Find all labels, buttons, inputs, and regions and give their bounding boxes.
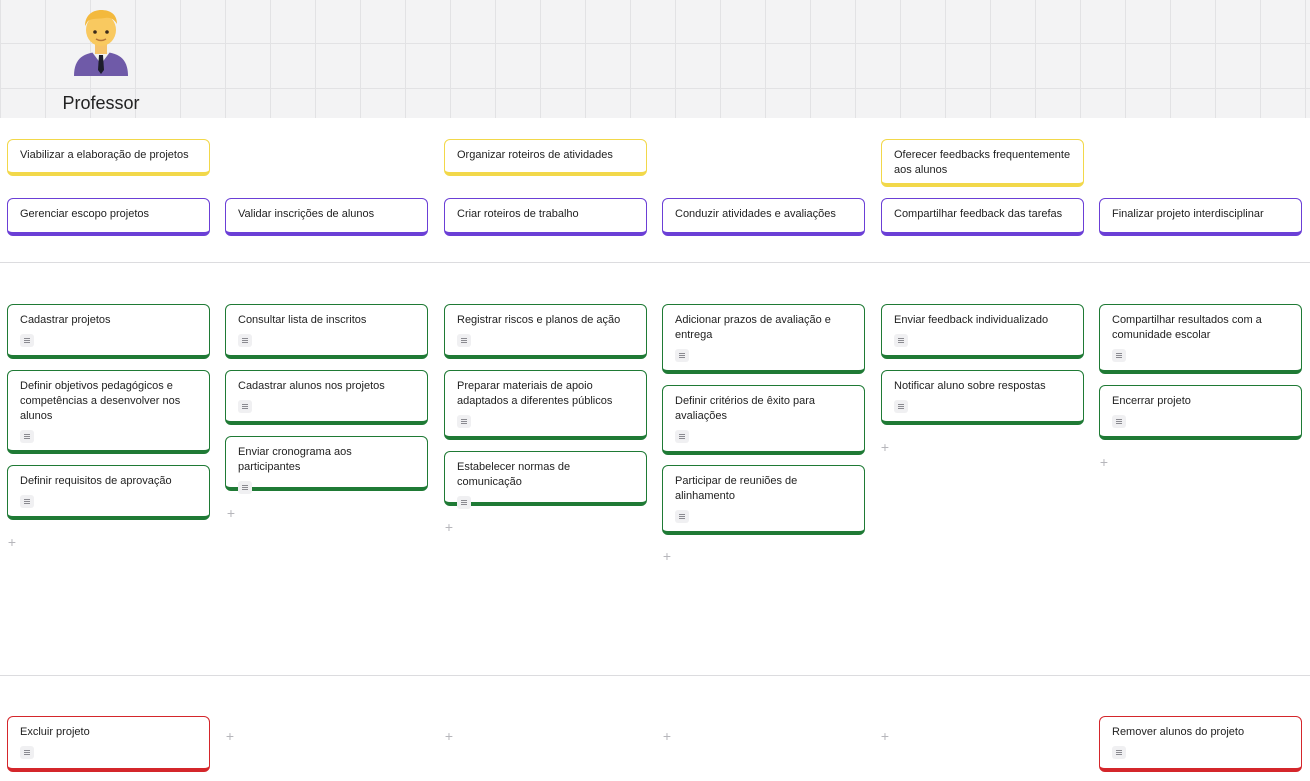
card-text: Finalizar projeto interdisciplinar bbox=[1112, 208, 1264, 220]
step-card[interactable]: Compartilhar feedback das tarefas bbox=[881, 198, 1084, 236]
notes-icon bbox=[457, 415, 471, 428]
card-text: Participar de reuniões de alinhamento bbox=[675, 475, 798, 502]
card-text: Excluir projeto bbox=[20, 726, 90, 738]
card-text: Conduzir atividades e avaliações bbox=[675, 208, 836, 220]
story-card[interactable]: Participar de reuniões de alinhamento bbox=[662, 465, 865, 535]
story-card[interactable]: Definir critérios de êxito para avaliaçõ… bbox=[662, 385, 865, 455]
notes-icon bbox=[894, 334, 908, 347]
notes-icon bbox=[238, 334, 252, 347]
activity-card[interactable]: Viabilizar a elaboração de projetos bbox=[7, 139, 210, 176]
card-text: Definir objetivos pedagógicos e competên… bbox=[20, 380, 181, 422]
card-text: Preparar materiais de apoio adaptados a … bbox=[457, 380, 613, 407]
release-card[interactable]: Remover alunos do projeto bbox=[1099, 716, 1302, 772]
notes-icon bbox=[20, 430, 34, 443]
add-card-plus-icon[interactable]: + bbox=[880, 439, 890, 455]
card-text: Compartilhar feedback das tarefas bbox=[894, 208, 1063, 220]
card-text: Encerrar projeto bbox=[1112, 395, 1191, 407]
add-card-plus-icon[interactable]: + bbox=[662, 548, 672, 564]
card-text: Remover alunos do projeto bbox=[1112, 726, 1245, 738]
businessman-emoji-icon bbox=[74, 10, 128, 76]
row-divider bbox=[0, 675, 1310, 676]
activity-card[interactable]: Oferecer feedbacks frequentemente aos al… bbox=[881, 139, 1084, 187]
add-card-plus-icon[interactable]: + bbox=[7, 534, 17, 550]
card-text: Gerenciar escopo projetos bbox=[20, 208, 150, 220]
add-card-plus-icon[interactable]: + bbox=[1099, 454, 1109, 470]
card-text: Estabelecer normas de comunicação bbox=[457, 461, 571, 488]
card-text: Validar inscrições de alunos bbox=[238, 208, 375, 220]
story-card[interactable]: Definir requisitos de aprovação bbox=[7, 465, 210, 520]
notes-icon bbox=[238, 400, 252, 413]
notes-icon bbox=[1112, 349, 1126, 362]
story-card[interactable]: Encerrar projeto bbox=[1099, 385, 1302, 440]
step-card[interactable]: Validar inscrições de alunos bbox=[225, 198, 428, 236]
notes-icon bbox=[457, 334, 471, 347]
card-text: Oferecer feedbacks frequentemente aos al… bbox=[894, 149, 1071, 176]
card-text: Enviar cronograma aos participantes bbox=[238, 446, 352, 473]
notes-icon bbox=[1112, 746, 1126, 759]
add-card-plus-icon[interactable]: + bbox=[880, 728, 890, 744]
card-text: Enviar feedback individualizado bbox=[894, 314, 1049, 326]
card-text: Definir critérios de êxito para avaliaçõ… bbox=[675, 395, 816, 422]
add-card-plus-icon[interactable]: + bbox=[444, 728, 454, 744]
card-text: Adicionar prazos de avaliação e entrega bbox=[675, 314, 831, 341]
release-card[interactable]: Excluir projeto bbox=[7, 716, 210, 772]
step-card[interactable]: Gerenciar escopo projetos bbox=[7, 198, 210, 236]
story-card[interactable]: Cadastrar projetos bbox=[7, 304, 210, 359]
notes-icon bbox=[1112, 415, 1126, 428]
card-text: Registrar riscos e planos de ação bbox=[457, 314, 621, 326]
notes-icon bbox=[675, 349, 689, 362]
story-card[interactable]: Enviar cronograma aos participantes bbox=[225, 436, 428, 494]
step-card[interactable]: Criar roteiros de trabalho bbox=[444, 198, 647, 236]
story-card[interactable]: Preparar materiais de apoio adaptados a … bbox=[444, 370, 647, 440]
notes-icon bbox=[20, 334, 34, 347]
card-text: Organizar roteiros de atividades bbox=[457, 149, 613, 161]
notes-icon bbox=[894, 400, 908, 413]
step-card[interactable]: Conduzir atividades e avaliações bbox=[662, 198, 865, 236]
story-card[interactable]: Consultar lista de inscritos bbox=[225, 304, 428, 359]
story-card[interactable]: Compartilhar resultados com a comunidade… bbox=[1099, 304, 1302, 374]
add-card-plus-icon[interactable]: + bbox=[444, 519, 454, 535]
story-card[interactable]: Definir objetivos pedagógicos e competên… bbox=[7, 370, 210, 454]
story-card[interactable]: Adicionar prazos de avaliação e entrega bbox=[662, 304, 865, 374]
add-card-plus-icon[interactable]: + bbox=[226, 505, 236, 521]
add-card-plus-icon[interactable]: + bbox=[225, 728, 235, 744]
story-card[interactable]: Enviar feedback individualizado bbox=[881, 304, 1084, 359]
notes-icon bbox=[457, 496, 471, 509]
activity-card[interactable]: Organizar roteiros de atividades bbox=[444, 139, 647, 176]
card-text: Cadastrar projetos bbox=[20, 314, 111, 326]
step-card[interactable]: Finalizar projeto interdisciplinar bbox=[1099, 198, 1302, 236]
card-text: Definir requisitos de aprovação bbox=[20, 475, 172, 487]
story-card[interactable]: Cadastrar alunos nos projetos bbox=[225, 370, 428, 425]
notes-icon bbox=[675, 430, 689, 443]
story-card[interactable]: Estabelecer normas de comunicação bbox=[444, 451, 647, 509]
story-card[interactable]: Registrar riscos e planos de ação bbox=[444, 304, 647, 359]
persona-header: Professor bbox=[0, 0, 1310, 118]
card-text: Compartilhar resultados com a comunidade… bbox=[1112, 314, 1262, 341]
card-text: Consultar lista de inscritos bbox=[238, 314, 367, 326]
card-text: Viabilizar a elaboração de projetos bbox=[20, 149, 189, 161]
notes-icon bbox=[20, 746, 34, 759]
card-text: Criar roteiros de trabalho bbox=[457, 208, 579, 220]
notes-icon bbox=[20, 495, 34, 508]
card-text: Cadastrar alunos nos projetos bbox=[238, 380, 385, 392]
story-card[interactable]: Notificar aluno sobre respostas bbox=[881, 370, 1084, 425]
notes-icon bbox=[238, 481, 252, 494]
card-text: Notificar aluno sobre respostas bbox=[894, 380, 1046, 392]
notes-icon bbox=[675, 510, 689, 523]
add-card-plus-icon[interactable]: + bbox=[662, 728, 672, 744]
row-divider bbox=[0, 262, 1310, 263]
persona-name: Professor bbox=[62, 93, 140, 113]
